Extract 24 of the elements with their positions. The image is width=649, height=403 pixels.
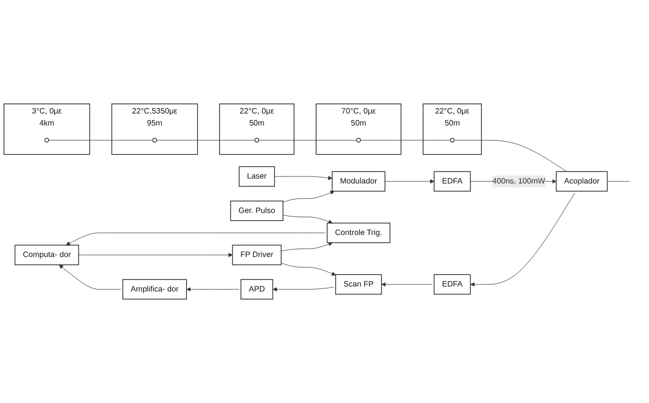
node-box bbox=[14, 244, 80, 266]
cluster bbox=[219, 104, 294, 155]
connector bbox=[607, 181, 630, 182]
node-box bbox=[122, 279, 187, 300]
node-box bbox=[326, 222, 390, 244]
node-box bbox=[434, 274, 471, 295]
cluster bbox=[111, 104, 198, 155]
connector bbox=[454, 140, 568, 172]
cluster bbox=[316, 104, 402, 155]
node-box bbox=[332, 171, 386, 192]
node-circle bbox=[450, 138, 455, 142]
node-box bbox=[556, 171, 608, 192]
node-box bbox=[335, 274, 382, 295]
node-box bbox=[232, 244, 282, 266]
node-box bbox=[230, 200, 284, 221]
node-box bbox=[240, 279, 274, 300]
cluster bbox=[422, 104, 482, 155]
node-circle bbox=[44, 138, 50, 142]
node-circle bbox=[152, 138, 157, 142]
node-circle bbox=[356, 138, 361, 142]
node-box bbox=[238, 166, 275, 187]
cluster bbox=[4, 104, 90, 155]
node-circle bbox=[254, 138, 260, 142]
node-box bbox=[434, 171, 471, 192]
